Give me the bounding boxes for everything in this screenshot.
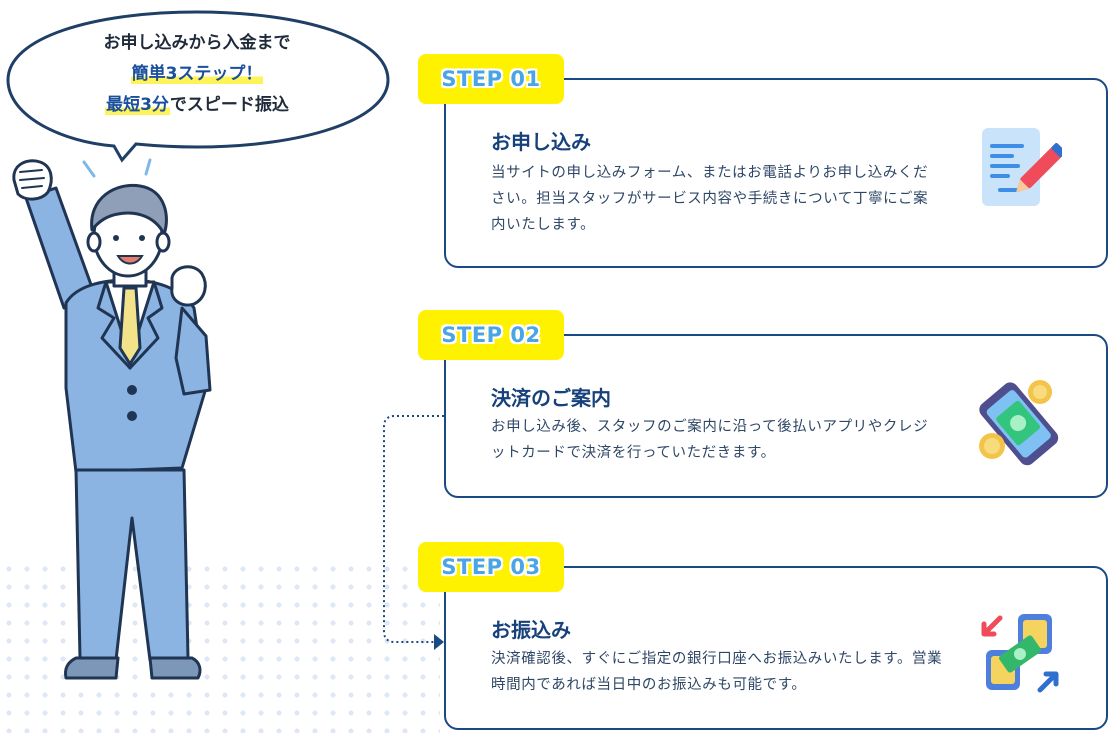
phone-money-icon <box>979 380 1059 466</box>
bubble-line-3: 最短3分でスピード振込 <box>2 90 392 121</box>
dotted-background <box>0 560 440 733</box>
step-badge-2: STEP 02 <box>418 310 564 360</box>
step-badge-3: STEP 03 <box>418 542 564 592</box>
step-title: お申し込み <box>491 130 591 154</box>
bubble-highlight-time: 最短3分 <box>105 95 170 115</box>
step-card-3: お振込み 決済確認後、すぐにご指定の銀行口座へお振込みいたします。営業時間内であ… <box>444 566 1108 730</box>
step-card-1: お申し込み 当サイトの申し込みフォーム、またはお電話よりお申し込みください。担当… <box>444 78 1108 268</box>
step-description: お申し込み後、スタッフのご案内に沿って後払いアプリやクレジットカードで決済を行っ… <box>491 419 929 461</box>
bubble-highlight-steps: 簡単3ステップ！ <box>130 64 264 84</box>
businessman-illustration <box>12 159 212 680</box>
excitement-marks <box>82 158 152 178</box>
document-pen-icon <box>982 128 1062 206</box>
step-title: 決済のご案内 <box>491 386 611 410</box>
step-description: 当サイトの申し込みフォーム、またはお電話よりお申し込みください。担当スタッフがサ… <box>491 165 929 233</box>
bubble-line-3-rest: でスピード振込 <box>169 95 289 115</box>
bubble-text: お申し込みから入金まで 簡単3ステップ！ 最短3分でスピード振込 <box>2 28 392 121</box>
bubble-line-2: 簡単3ステップ！ <box>2 59 392 90</box>
speech-bubble-shape <box>6 10 390 163</box>
speech-bubble: お申し込みから入金まで 簡単3ステップ！ 最短3分でスピード振込 <box>2 8 392 163</box>
step-title: お振込み <box>491 618 571 642</box>
bubble-line-1: お申し込みから入金まで <box>103 33 291 53</box>
money-transfer-icon <box>981 614 1059 693</box>
step-badge-1: STEP 01 <box>418 54 564 104</box>
step-description: 決済確認後、すぐにご指定の銀行口座へお振込みいたします。営業時間内であれば当日中… <box>491 651 943 693</box>
step-card-2: 決済のご案内 お申し込み後、スタッフのご案内に沿って後払いアプリやクレジットカー… <box>444 334 1108 498</box>
flow-connector <box>383 415 444 650</box>
